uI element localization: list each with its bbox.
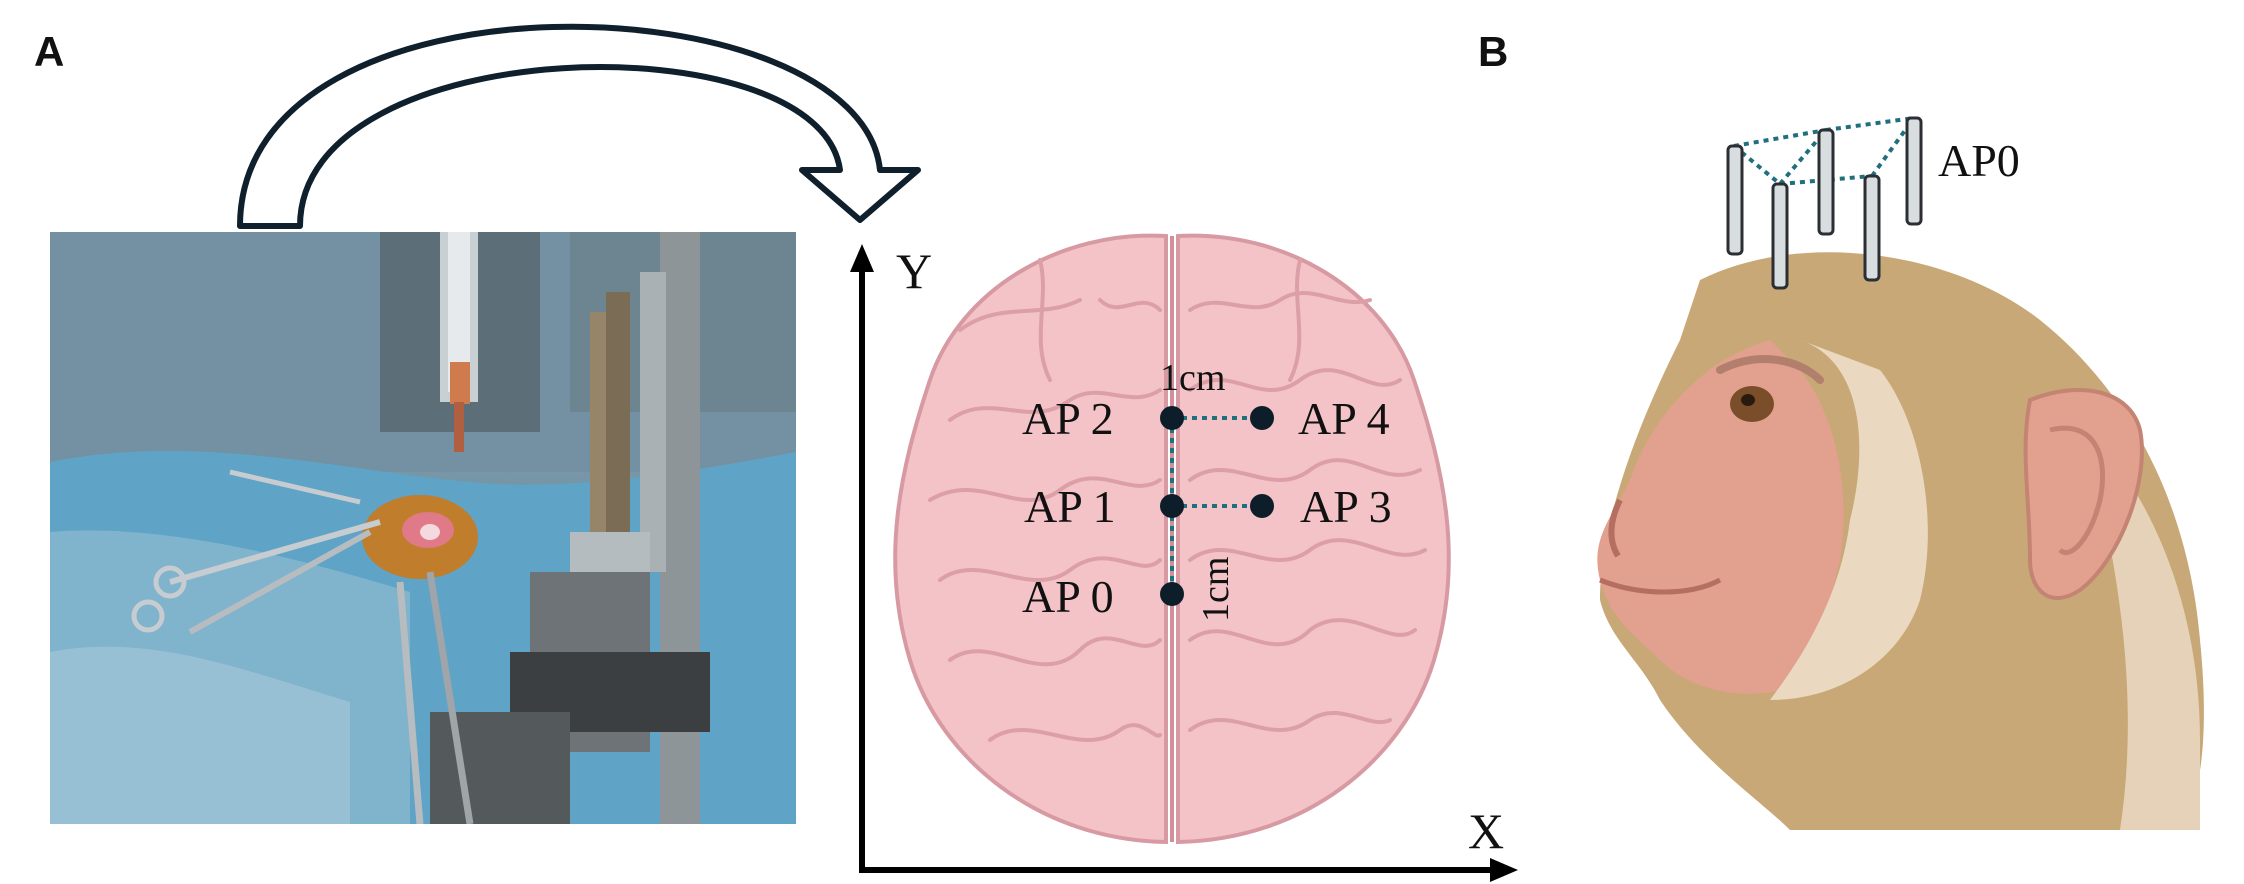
brain-illustration: [893, 233, 1451, 845]
monkey-head-illustration: [1597, 252, 2204, 830]
surgery-photo: [50, 232, 796, 824]
curved-arrow-icon: [237, 23, 921, 229]
ap4-dot: [1250, 406, 1274, 430]
ap3-dot: [1250, 494, 1274, 518]
panel-label-a: A: [34, 28, 65, 75]
ap1-dot: [1160, 494, 1184, 518]
scale-label-horizontal: 1cm: [1160, 357, 1225, 399]
ap0-dot: [1160, 582, 1184, 606]
y-axis-label: Y: [896, 243, 932, 299]
electrode-array: [1726, 116, 1923, 290]
ap1-label: AP 1: [1024, 481, 1116, 532]
brain-grid-lines: [1170, 416, 1262, 594]
scale-label-vertical: 1cm: [1195, 557, 1237, 622]
xy-axes: [850, 244, 1518, 882]
electrode-label: AP0: [1938, 135, 2020, 186]
panel-label-b: B: [1478, 28, 1509, 75]
ap4-label: AP 4: [1298, 393, 1390, 444]
ap2-dot: [1160, 406, 1184, 430]
x-axis-label: X: [1468, 803, 1504, 859]
ap-points: [1160, 406, 1274, 606]
ap2-label: AP 2: [1022, 393, 1114, 444]
ap0-label: AP 0: [1022, 571, 1114, 622]
ap3-label: AP 3: [1300, 481, 1392, 532]
